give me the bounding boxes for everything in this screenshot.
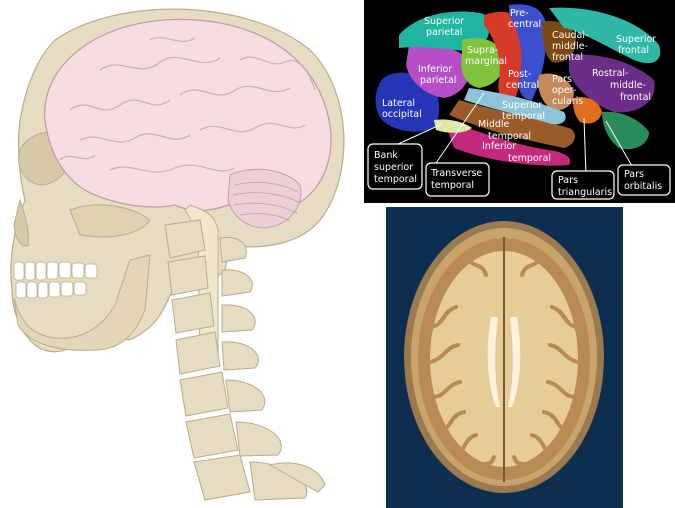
cervical-vertebrae [165, 220, 325, 500]
callout-transverse-temporal: Transverse temporal [426, 163, 489, 196]
region-pars-orbitalis [602, 112, 649, 149]
head-sagittal-illustration [0, 0, 362, 508]
label-supramarginal: Supra- marginal [465, 45, 507, 67]
label-inferior-parietal: Inferior parietal [418, 64, 456, 86]
label-postcentral: Post- central [506, 69, 539, 91]
callout-pars-triangularis: Pars triangularis [552, 171, 614, 199]
label-lateral-occipital: Lateral occipital [382, 98, 422, 120]
cortical-parcellation-panel: Superior parietal Pre- central Caudal- m… [364, 0, 675, 203]
callout-bank-superior-temporal: Bank superior temporal [368, 144, 422, 189]
callout-pars-orbitalis: Pars orbitalis [618, 165, 670, 195]
label-superior-parietal: Superior parietal [424, 16, 467, 38]
axial-brain-slice-photo [386, 207, 623, 508]
